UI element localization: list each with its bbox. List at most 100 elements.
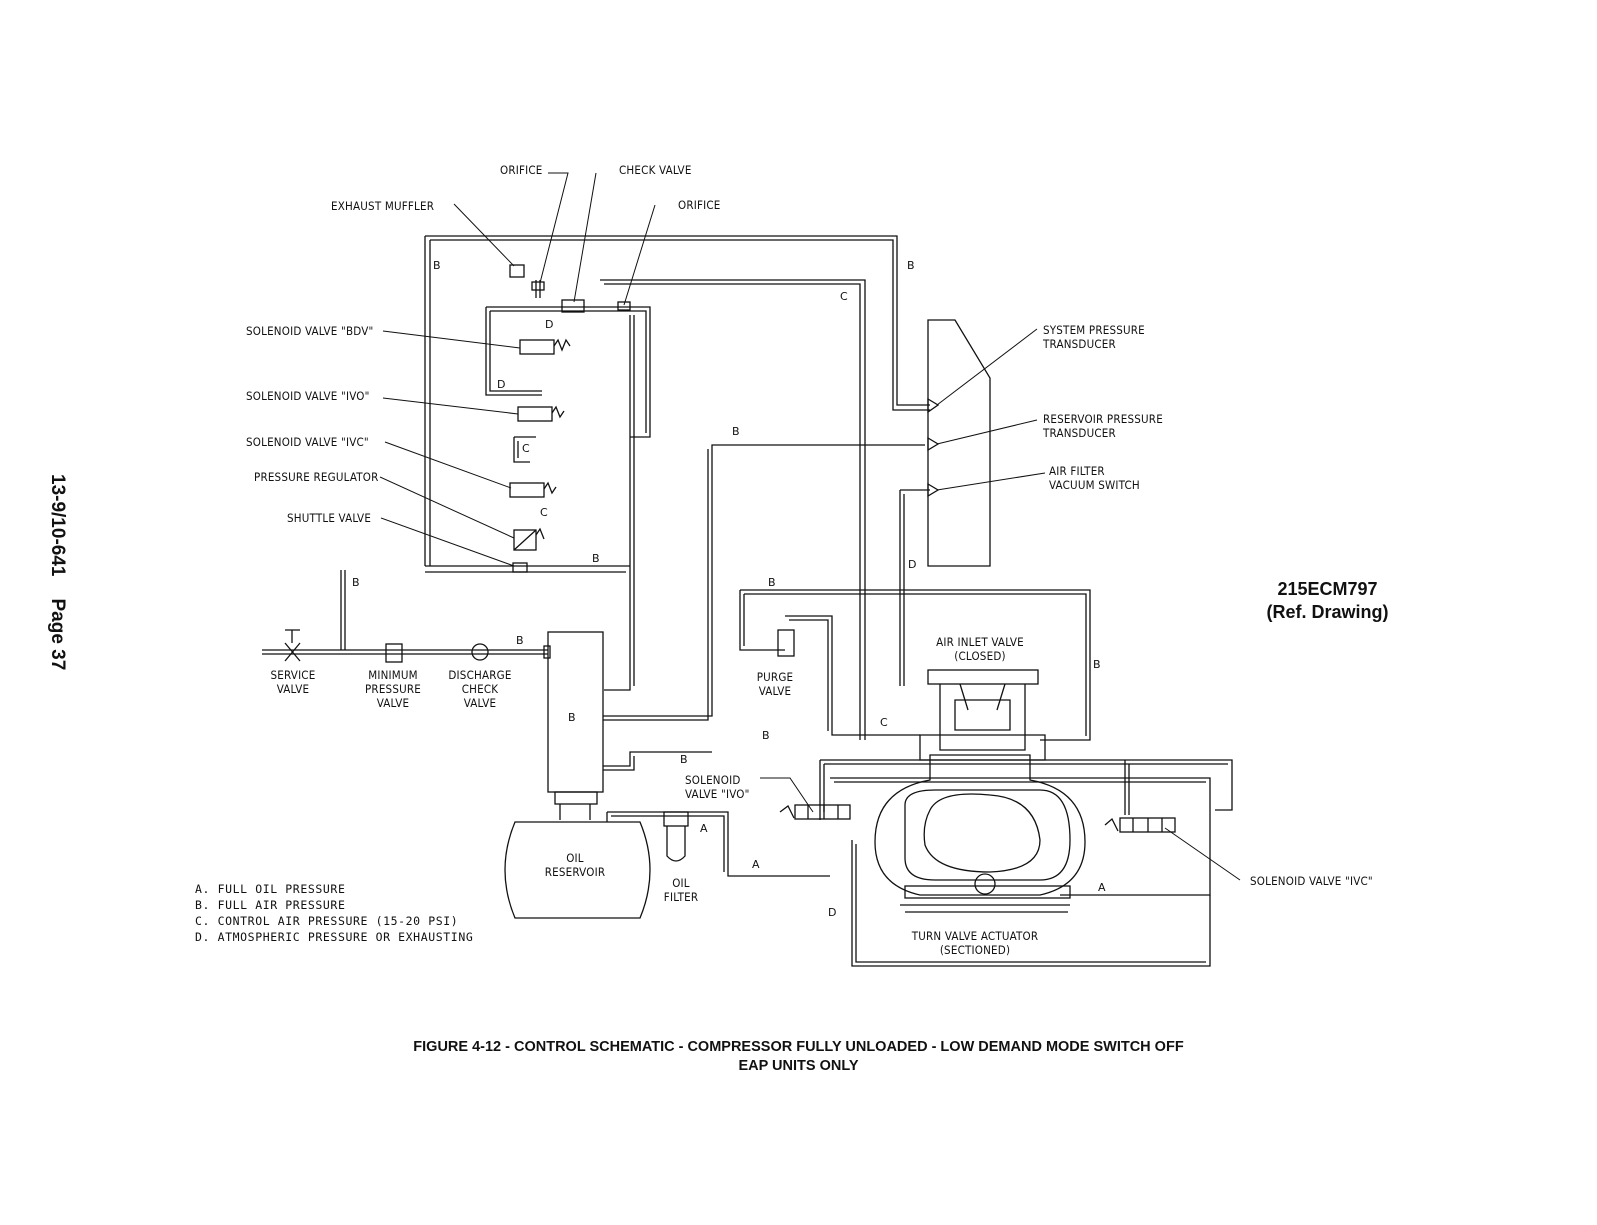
compressor-body xyxy=(874,754,1086,896)
af-switch xyxy=(927,482,940,498)
doc-number: 13-9/10-641 xyxy=(47,474,68,577)
sol-ivo-bottom-line1: SOLENOID xyxy=(685,773,741,787)
pressure-legend: A. FULL OIL PRESSURE B. FULL AIR PRESSUR… xyxy=(195,881,473,945)
air-inlet-valve-label: AIR INLET VALVE (CLOSED) xyxy=(936,635,1024,663)
oil-filter-line1: OIL xyxy=(672,876,690,890)
oil-reservoir-line2: RESERVOIR xyxy=(544,865,606,879)
orifice-right-label: ORIFICE xyxy=(678,198,721,212)
line-label: B xyxy=(732,425,740,438)
pressure-regulator-label: PRESSURE REGULATOR xyxy=(254,470,379,484)
exhaust-muffler-body xyxy=(509,264,525,278)
line-b-shuttle-drop xyxy=(340,570,346,650)
shuttle-valve-label: SHUTTLE VALVE xyxy=(287,511,372,525)
line-header xyxy=(262,649,548,655)
sys-transducer xyxy=(927,397,940,414)
line-label: B xyxy=(352,576,360,589)
service-valve-line2: VALVE xyxy=(276,682,310,696)
oil-filter-body xyxy=(663,811,689,827)
min-pressure-line3: VALVE xyxy=(376,696,410,710)
line-b-outer-left xyxy=(424,236,431,566)
line-a-bottom xyxy=(830,777,1211,896)
line-c-ivc xyxy=(513,436,536,463)
air-filter-line2: VACUUM SWITCH xyxy=(1049,478,1140,492)
transducer-panel xyxy=(927,319,991,567)
line-label: C xyxy=(840,290,848,303)
purge-valve-body xyxy=(777,629,795,657)
line-label: D xyxy=(908,558,917,571)
sol-bdv-label: SOLENOID VALVE "BDV" xyxy=(246,324,374,338)
air-inlet-line2: (CLOSED) xyxy=(954,649,1006,663)
line-label: D xyxy=(545,318,554,331)
tva-line2: (SECTIONED) xyxy=(939,943,1011,957)
line-b-outer-top xyxy=(425,235,930,411)
discharge-line2: CHECK xyxy=(461,682,499,696)
line-b-lower xyxy=(603,751,712,771)
line-label: C xyxy=(522,442,530,455)
ref-drawing-number: 215ECM797 xyxy=(1277,579,1378,599)
line-label: C xyxy=(880,716,888,729)
line-label: B xyxy=(768,576,776,589)
check-valve-body xyxy=(561,299,585,313)
turn-valve-actuator-label: TURN VALVE ACTUATOR (SECTIONED) xyxy=(912,929,1039,957)
line-label: A xyxy=(752,858,760,871)
purge-line1: PURGE xyxy=(756,670,794,684)
minimum-pressure-box xyxy=(385,643,403,663)
oil-reservoir-line1: OIL xyxy=(566,851,584,865)
min-pressure-line2: PRESSURE xyxy=(364,682,422,696)
min-pressure-line1: MINIMUM xyxy=(368,668,418,682)
line-label: A xyxy=(1098,881,1106,894)
line-label: B xyxy=(568,711,576,724)
shuttle-body xyxy=(513,529,537,551)
line-label: B xyxy=(762,729,770,742)
line-label: C xyxy=(540,506,548,519)
legend-item-c: C. CONTROL AIR PRESSURE (15-20 PSI) xyxy=(195,914,459,928)
check-valve-label: CHECK VALVE xyxy=(619,163,692,177)
caption-line2: EAP UNITS ONLY xyxy=(738,1058,859,1074)
ref-drawing: 215ECM797 (Ref. Drawing) xyxy=(1255,578,1400,624)
line-label: D xyxy=(828,906,837,919)
sol-bdv-body xyxy=(519,339,555,355)
air-filter-line1: AIR FILTER xyxy=(1049,464,1105,478)
caption-line1: FIGURE 4-12 - CONTROL SCHEMATIC - COMPRE… xyxy=(413,1039,1184,1055)
figure-caption: FIGURE 4-12 - CONTROL SCHEMATIC - COMPRE… xyxy=(0,1038,1597,1076)
sol-ivc-bottom-label: SOLENOID VALVE "IVC" xyxy=(1250,874,1373,888)
discharge-check-label: DISCHARGE CHECK VALVE xyxy=(448,668,511,710)
system-pressure-label: SYSTEM PRESSURE TRANSDUCER xyxy=(1043,323,1145,351)
line-d-manifold xyxy=(486,306,651,438)
line-label: B xyxy=(1093,658,1101,671)
oil-reservoir-label: OIL RESERVOIR xyxy=(545,851,605,879)
line-label: D xyxy=(497,378,506,391)
line-label: B xyxy=(516,634,524,647)
air-inlet-line1: AIR INLET VALVE xyxy=(936,635,1024,649)
discharge-line3: VALVE xyxy=(463,696,497,710)
line-c-vertical xyxy=(604,315,635,691)
oil-filter-line2: FILTER xyxy=(663,890,699,904)
line-label: B xyxy=(907,259,915,272)
sol-ivc-label: SOLENOID VALVE "IVC" xyxy=(246,435,369,449)
oil-filter-label: OIL FILTER xyxy=(664,876,698,904)
ref-drawing-note: (Ref. Drawing) xyxy=(1266,602,1389,622)
air-inlet-valve xyxy=(927,669,1039,685)
purge-line2: VALVE xyxy=(758,684,792,698)
turn-valve-actuator xyxy=(904,885,1071,899)
reservoir-pressure-label: RESERVOIR PRESSURE TRANSDUCER xyxy=(1043,412,1163,440)
reservoir-pressure-line2: TRANSDUCER xyxy=(1043,426,1116,440)
air-filter-switch-label: AIR FILTER VACUUM SWITCH xyxy=(1049,464,1140,492)
side-header: 13-9/10-641Page 37 xyxy=(46,474,68,692)
tva-line1: TURN VALVE ACTUATOR xyxy=(911,929,1039,943)
res-transducer xyxy=(927,436,940,452)
orifice-top-label: ORIFICE xyxy=(500,163,543,177)
legend-item-a: A. FULL OIL PRESSURE xyxy=(195,882,346,896)
line-label: B xyxy=(433,259,441,272)
service-valve-line1: SERVICE xyxy=(270,668,316,682)
line-b-purge xyxy=(740,589,1091,741)
sol-ivo-bottom-line2: VALVE "IVO" xyxy=(685,787,750,801)
sol-ivc-body xyxy=(509,482,545,498)
discharge-line1: DISCHARGE xyxy=(448,668,512,682)
line-b-sep xyxy=(603,444,925,721)
line-c-top xyxy=(600,279,866,740)
exhaust-muffler-label: EXHAUST MUFFLER xyxy=(331,199,435,213)
oil-reservoir xyxy=(504,821,651,919)
line-d-bottom xyxy=(851,840,1211,967)
